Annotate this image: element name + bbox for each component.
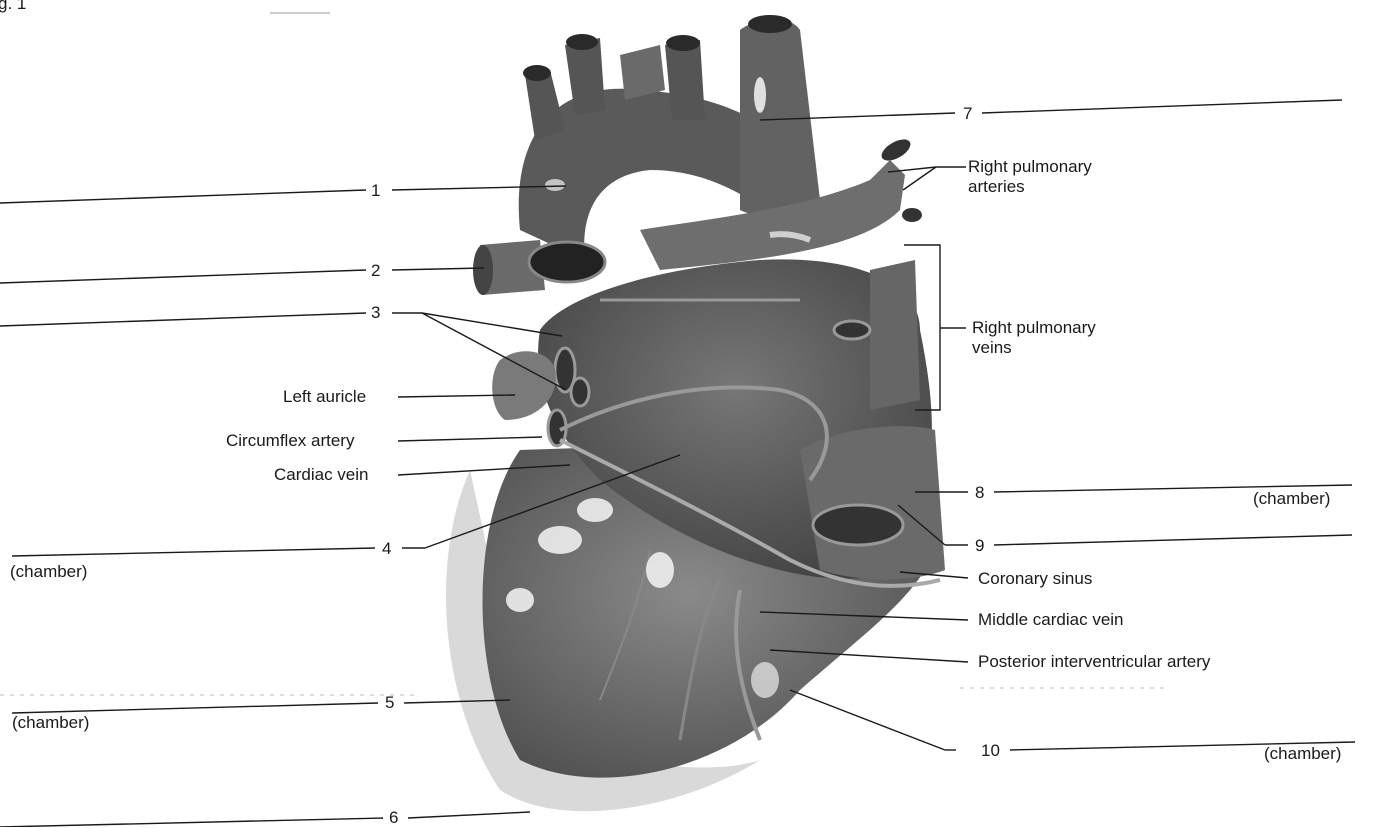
- label-number-10: 10: [981, 741, 1000, 761]
- label-coronary-sinus: Coronary sinus: [978, 569, 1092, 589]
- arch-branch-1: [525, 70, 565, 140]
- chamber-blank-8: (chamber): [1253, 489, 1330, 509]
- label-number-5: 5: [385, 693, 394, 713]
- label-number-4: 4: [382, 539, 391, 559]
- label-number-2: 2: [371, 261, 380, 281]
- right-pulmonary-veins-stubs: [870, 260, 920, 410]
- header-fragment: g. 1: [0, 0, 26, 14]
- inferior-vena-cava: [800, 426, 945, 579]
- label-number-9: 9: [975, 536, 984, 556]
- chamber-blank-4: (chamber): [10, 562, 87, 582]
- pulmonary-trunk-opening: [529, 242, 605, 282]
- label-right-pulmonary-arteries: Right pulmonary arteries: [968, 157, 1092, 197]
- label-middle-cardiac-vein: Middle cardiac vein: [978, 610, 1124, 630]
- label-number-6: 6: [389, 808, 398, 828]
- label-number-1: 1: [371, 181, 380, 201]
- label-number-3: 3: [371, 303, 380, 323]
- label-posterior-interventricular-artery: Posterior interventricular artery: [978, 652, 1210, 672]
- left-auricle: [492, 351, 556, 420]
- arch-branch-3: [665, 40, 705, 120]
- label-number-7: 7: [963, 104, 972, 124]
- label-circumflex-artery: Circumflex artery: [226, 431, 354, 451]
- label-cardiac-vein: Cardiac vein: [274, 465, 369, 485]
- chamber-blank-10: (chamber): [1264, 744, 1341, 764]
- label-left-auricle: Left auricle: [283, 387, 366, 407]
- chamber-blank-5: (chamber): [12, 713, 89, 733]
- label-number-8: 8: [975, 483, 984, 503]
- label-right-pulmonary-veins: Right pulmonary veins: [972, 318, 1096, 358]
